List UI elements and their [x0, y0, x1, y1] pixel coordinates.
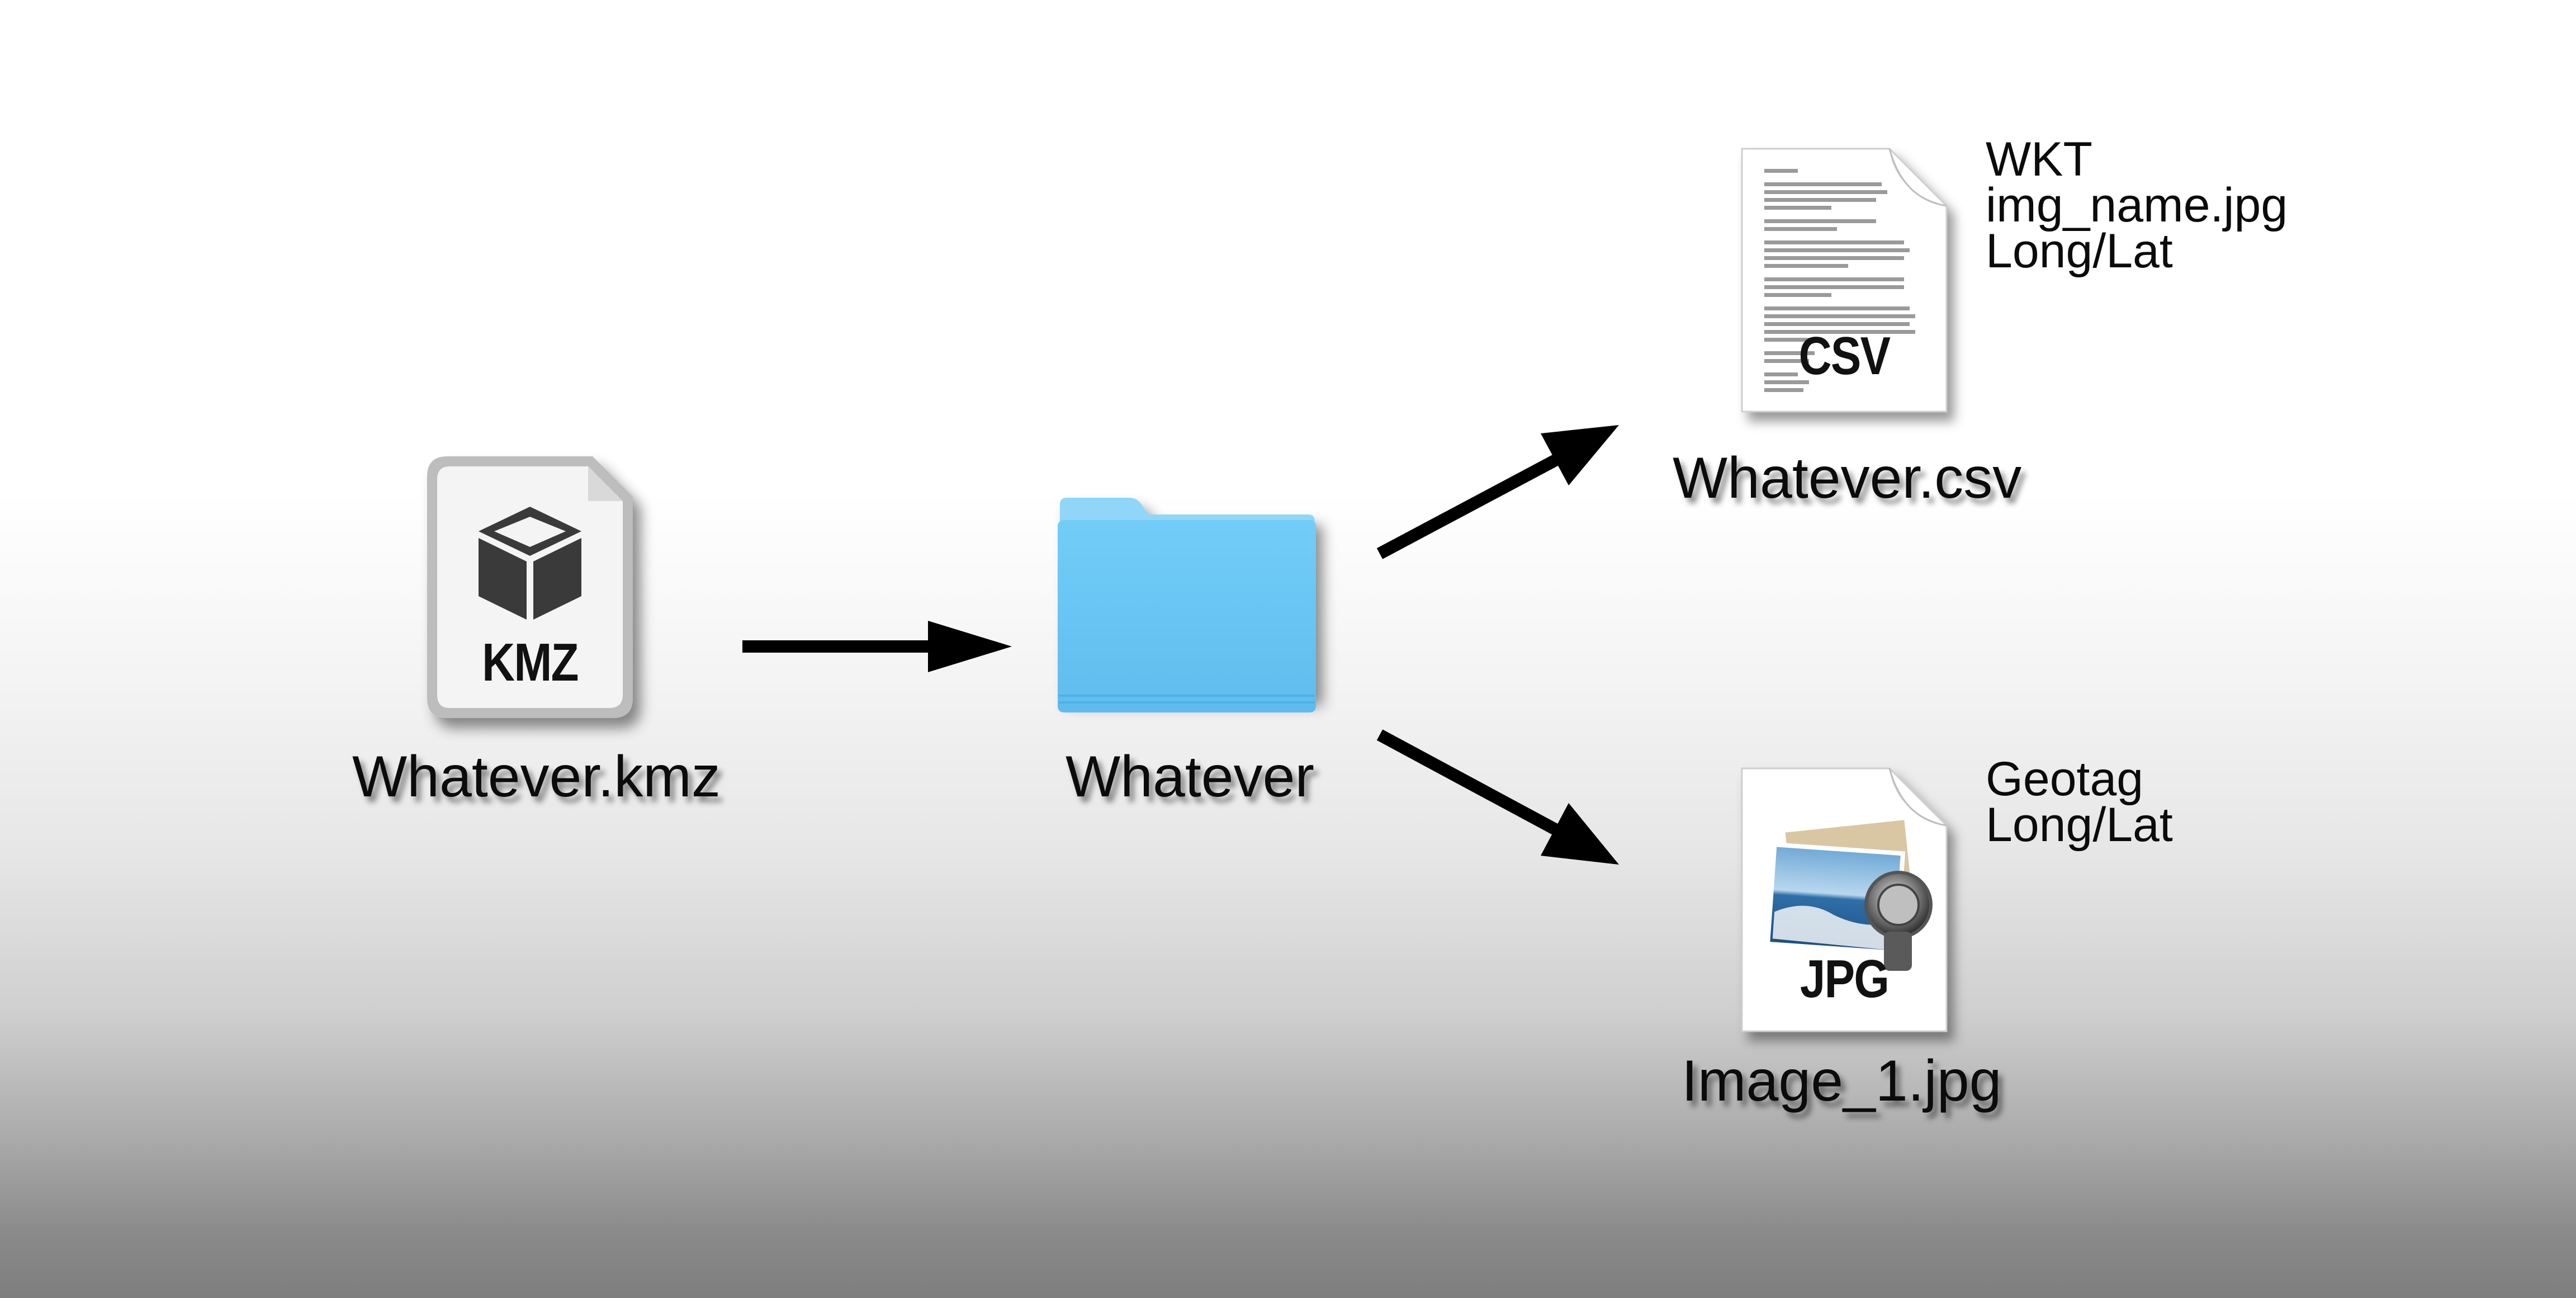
jpg-image-file-icon [1741, 767, 1948, 1032]
folder-name[interactable]: Whatever [1066, 744, 1315, 809]
document-text-lines [1764, 169, 1915, 392]
folder-node[interactable] [1053, 494, 1319, 718]
arrow-folder-to-jpg [1376, 729, 1619, 865]
arrow-kmz-to-folder [742, 621, 1012, 672]
csv-field-2: img_name.jpg [1986, 178, 2288, 232]
jpg-file-name[interactable]: Image_1.jpg [1682, 1049, 2002, 1113]
jpg-field-2: Long/Lat [1986, 798, 2173, 852]
csv-badge: CSV [1798, 326, 1891, 386]
jpg-file-node[interactable]: JPG [1740, 766, 1949, 1033]
folder-icon [1058, 498, 1316, 712]
jpg-fields: Geotag Long/Lat [1986, 752, 2173, 852]
arrow-folder-to-csv [1376, 425, 1619, 559]
magnifier-icon [1864, 871, 1933, 971]
cube-icon [479, 507, 581, 620]
csv-fields: WKT img_name.jpg Long/Lat [1986, 133, 2288, 278]
csv-file-node[interactable]: CSV [1740, 147, 1949, 414]
jpg-field-1: Geotag [1986, 752, 2144, 806]
kmz-file-name[interactable]: Whatever.kmz [352, 744, 721, 809]
photo-preview-icon [1765, 816, 1917, 956]
jpg-badge: JPG [1800, 949, 1890, 1009]
kmz-file-node[interactable]: KMZ [425, 454, 635, 720]
csv-field-1: WKT [1986, 133, 2093, 186]
csv-file-name[interactable]: Whatever.csv [1673, 446, 2022, 511]
csv-document-icon [1741, 148, 1948, 413]
csv-field-3: Long/Lat [1986, 224, 2173, 278]
kmz-badge: KMZ [482, 633, 579, 692]
kmz-file-icon [427, 456, 633, 718]
